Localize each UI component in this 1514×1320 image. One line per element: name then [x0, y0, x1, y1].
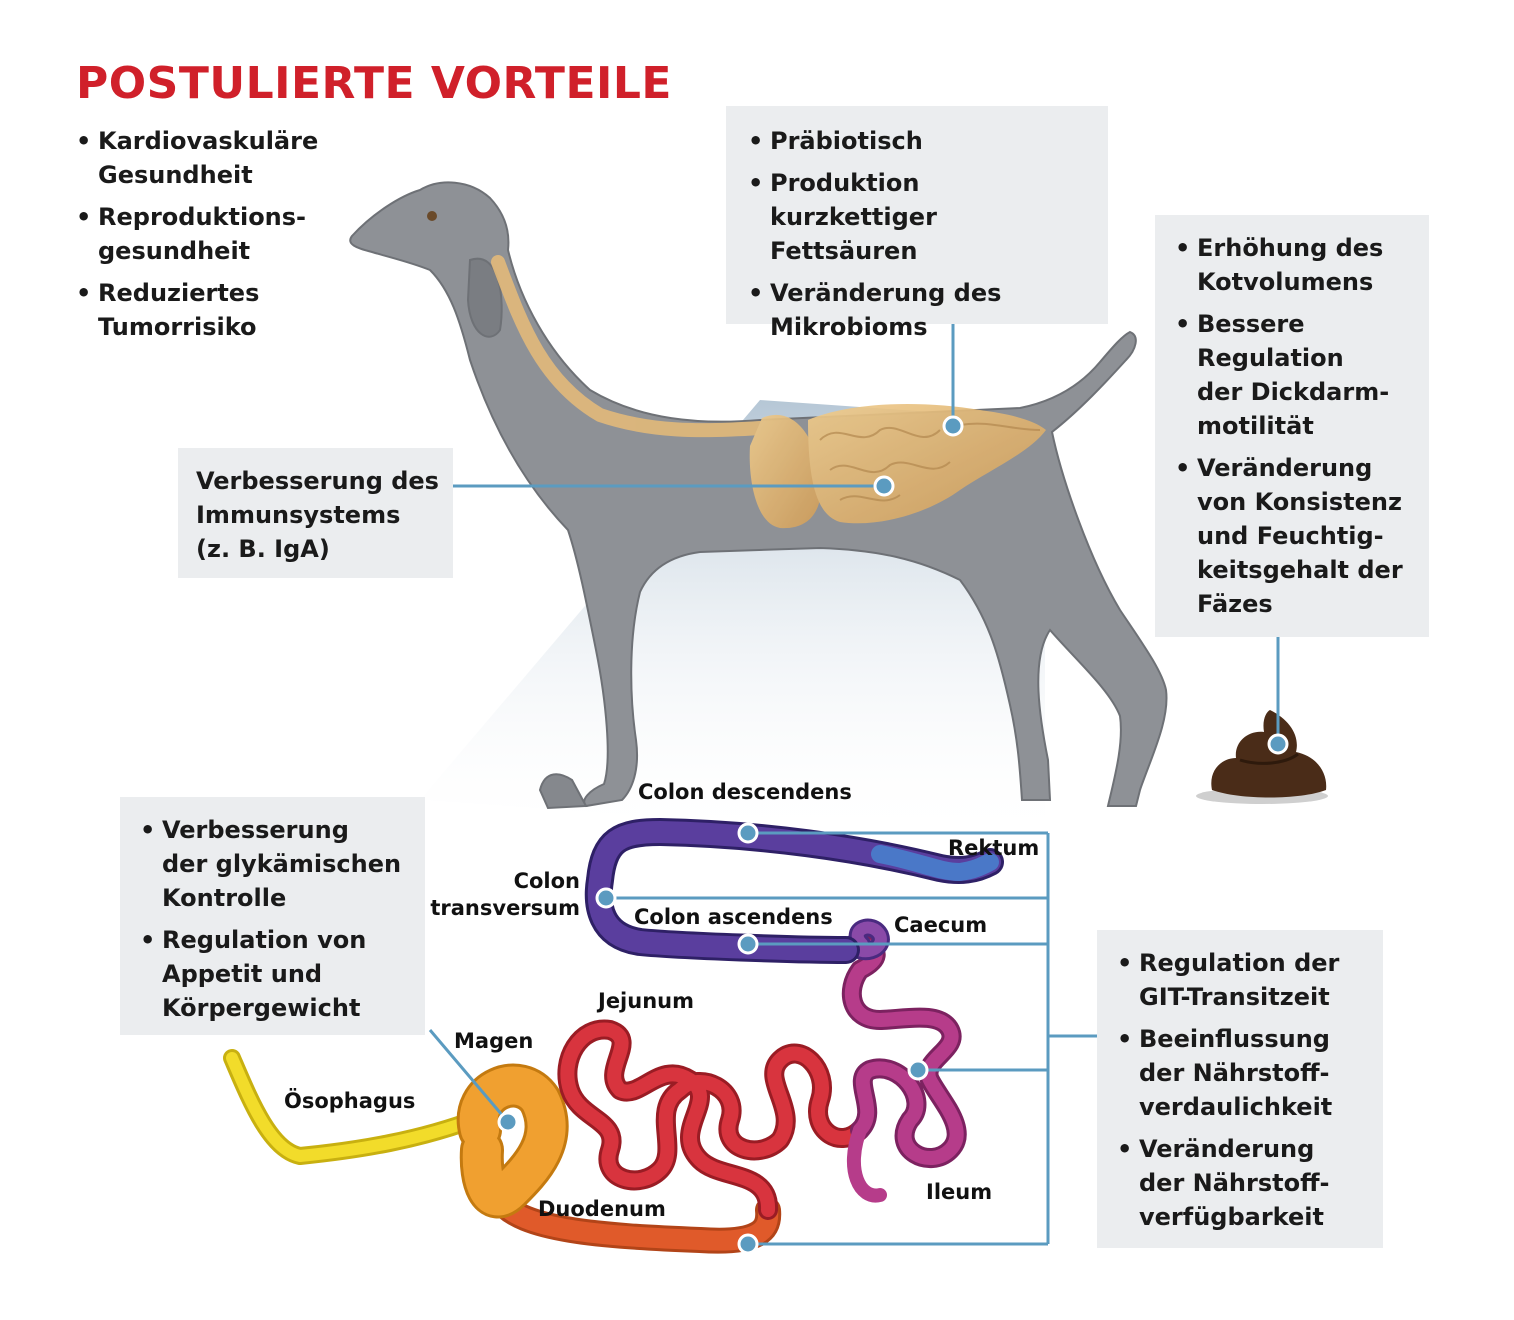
label-ileum: Ileum — [926, 1180, 993, 1204]
benefit-reproduction: Reproduktions- gesundheit — [76, 200, 376, 268]
transit-benefits-box: Regulation der GIT-Transitzeit Beeinflus… — [1097, 930, 1383, 1248]
benefits-list-general: Kardiovaskuläre Gesundheit Reproduktions… — [76, 124, 376, 352]
colon-benefits-box: Präbiotisch Produktion kurzkettiger Fett… — [726, 106, 1108, 341]
benefit-glycemic-control: Verbesserung der glykämischen Kontrolle — [140, 813, 417, 915]
label-colon-transversum: Colon transversum — [430, 869, 580, 920]
benefit-fecal-consistency: Veränderung von Konsistenz und Feuchtig-… — [1175, 451, 1419, 621]
feces-illustration — [1196, 710, 1328, 804]
feces-benefits-box: Erhöhung des Kotvolumens Bessere Regulat… — [1155, 215, 1429, 637]
label-colon-ascendens: Colon ascendens — [634, 905, 833, 929]
immune-benefit-box: Verbesserung des Immunsystems (z. B. IgA… — [178, 448, 453, 578]
benefit-nutrient-digestibility: Beeinflussung der Nährstoff- verdaulichk… — [1117, 1022, 1375, 1124]
stomach-benefits-box: Verbesserung der glykämischen Kontrolle … — [120, 797, 425, 1035]
dog-internal-gut — [491, 255, 1046, 529]
label-caecum: Caecum — [894, 913, 988, 937]
benefit-prebiotic: Präbiotisch — [748, 124, 1088, 158]
benefit-tumor-risk: Reduziertes Tumorrisiko — [76, 276, 376, 344]
label-magen: Magen — [454, 1029, 534, 1053]
benefit-appetite-weight: Regulation von Appetit und Körpergewicht — [140, 923, 417, 1025]
connector-lines — [428, 322, 1280, 1246]
benefit-nutrient-availability: Veränderung der Nährstoff- verfügbarkeit — [1117, 1132, 1375, 1234]
benefit-immune-system: Verbesserung des Immunsystems (z. B. IgA… — [196, 467, 439, 563]
benefit-transit-time: Regulation der GIT-Transitzeit — [1117, 946, 1375, 1014]
benefit-microbiome: Veränderung des Mikrobioms — [748, 276, 1088, 344]
label-duodenum: Duodenum — [538, 1197, 666, 1221]
page-title: POSTULIERTE VORTEILE — [76, 58, 672, 109]
label-oesophagus: Ösophagus — [284, 1089, 416, 1113]
connector-dots — [497, 415, 1289, 1255]
benefit-cardiovascular: Kardiovaskuläre Gesundheit — [76, 124, 376, 192]
label-jejunum: Jejunum — [598, 989, 694, 1013]
label-colon-descendens: Colon descendens — [638, 780, 852, 804]
benefit-fecal-volume: Erhöhung des Kotvolumens — [1175, 231, 1419, 299]
label-rektum: Rektum — [948, 836, 1040, 860]
gi-tract-diagram — [223, 818, 1004, 1254]
benefit-scfa: Produktion kurzkettiger Fettsäuren — [748, 166, 1088, 268]
benefit-colon-motility: Bessere Regulation der Dickdarm- motilit… — [1175, 307, 1419, 443]
